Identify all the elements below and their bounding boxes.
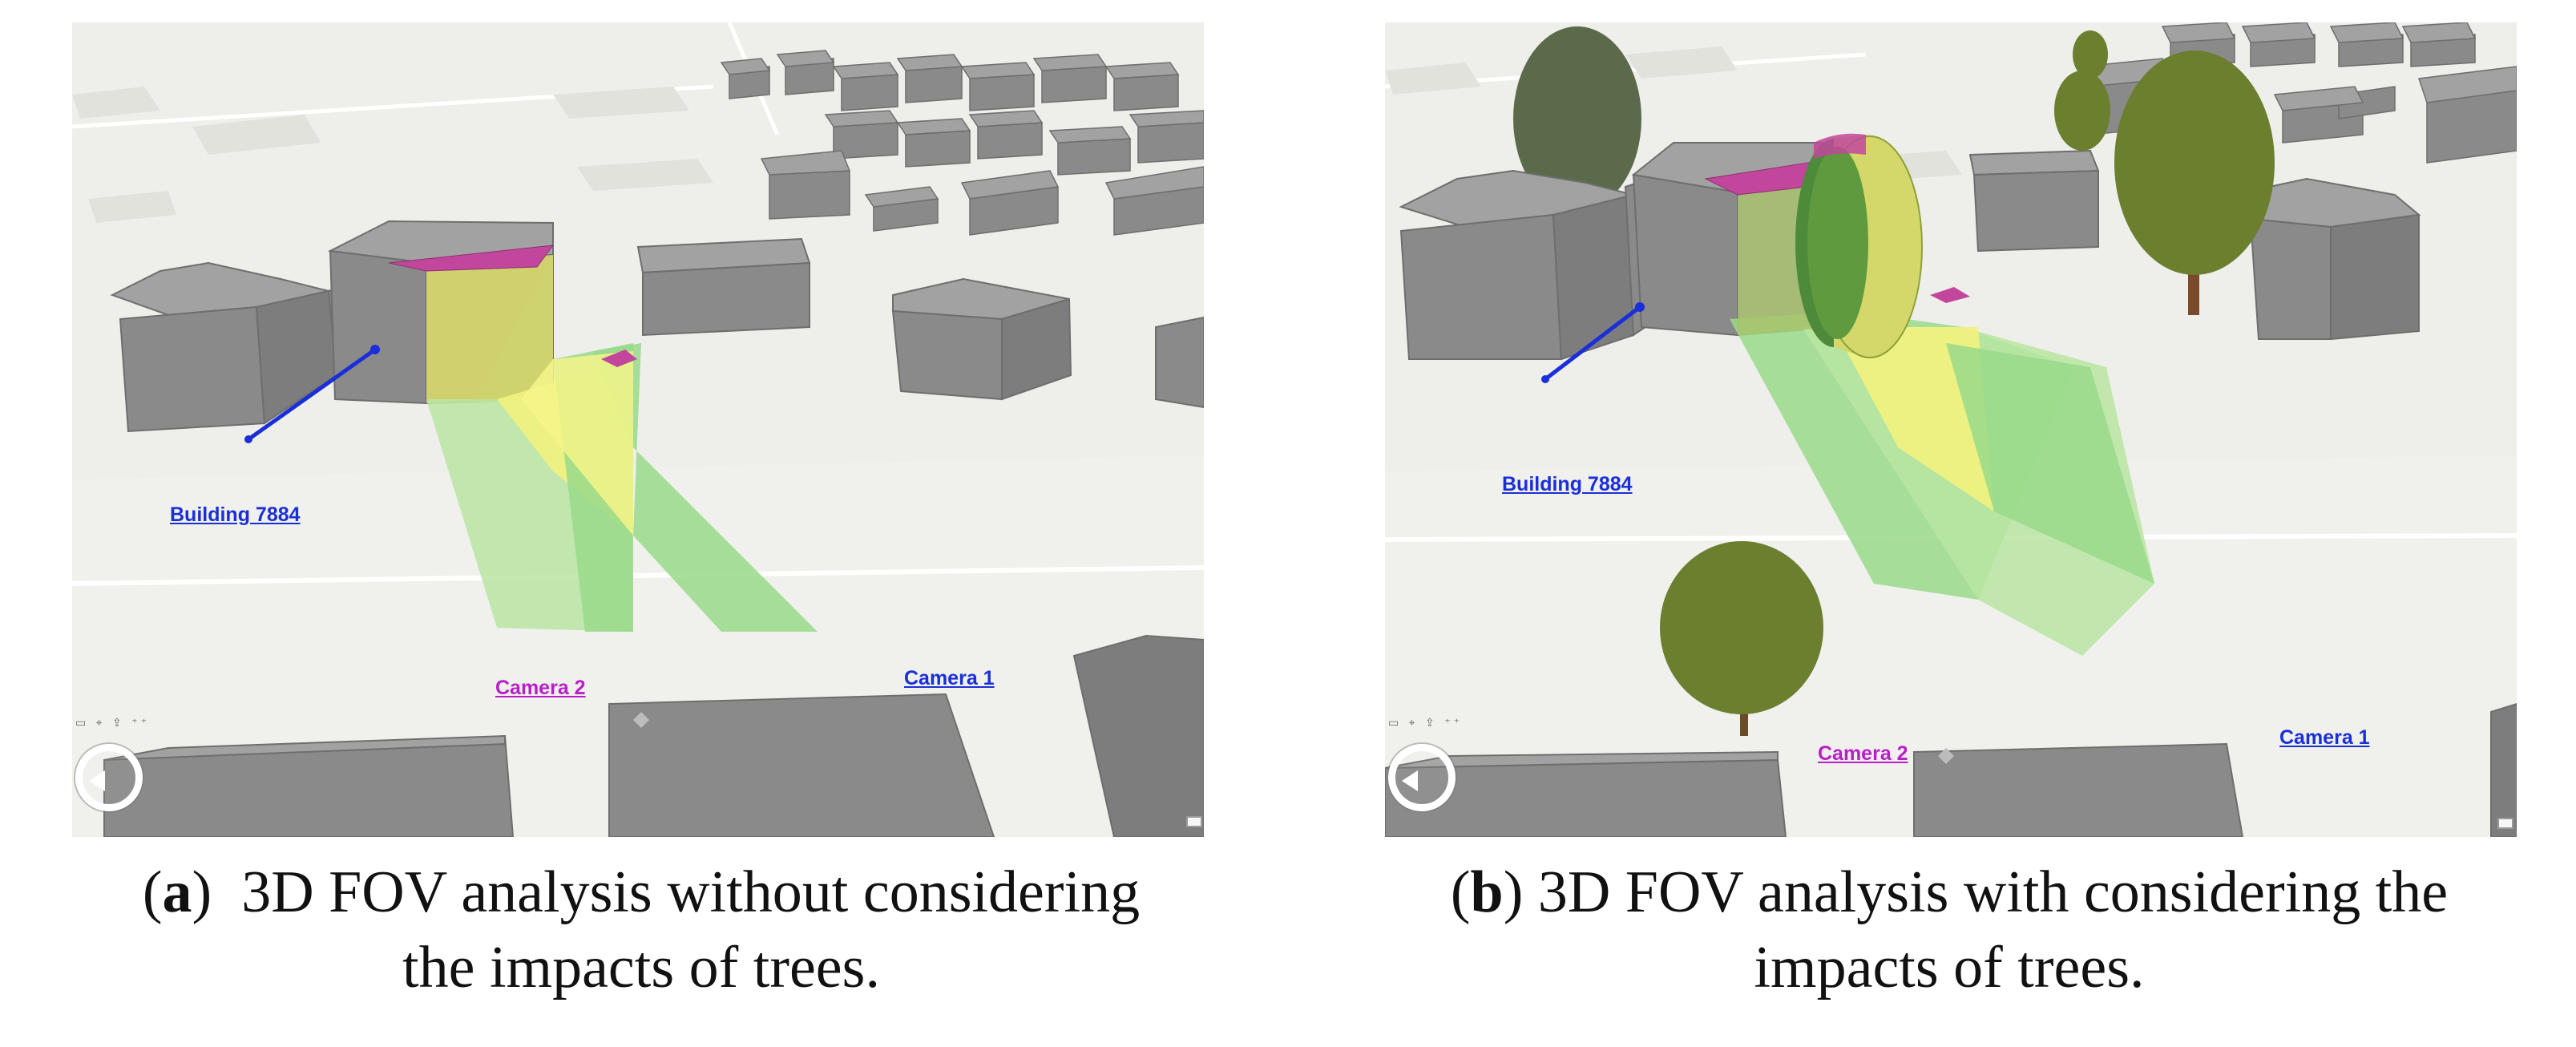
caption-a-paren-close: ) (192, 859, 212, 925)
caption-b: (b) 3D FOV analysis with considering the… (1322, 855, 2576, 1005)
caption-a: (a) 3D FOV analysis without considering … (8, 855, 1274, 1005)
caption-b-paren-open: ( (1450, 859, 1471, 925)
navigation-compass-icon[interactable] (75, 744, 143, 811)
occluded-area-ground (1930, 287, 1970, 303)
map-legend-icon[interactable] (2497, 818, 2513, 829)
navigation-compass-icon[interactable] (1388, 744, 1456, 811)
caption-a-text-line2: the impacts of trees. (402, 935, 880, 1001)
foreground-buildings (103, 634, 1204, 837)
panel-b-3d-view[interactable]: Building 7884 Camera 2 Camera 1 ▭ ⌖ ⇪ ⁺⁺ (1385, 22, 2517, 837)
foreground-buildings (1385, 702, 2517, 837)
compass-arrow-icon (89, 770, 105, 791)
view-tools[interactable]: ▭ ⌖ ⇪ ⁺⁺ (75, 717, 150, 730)
building-sight-line (247, 347, 377, 442)
caption-b-line1: (b) 3D FOV analysis with considering the (1322, 855, 2576, 930)
caption-b-paren-close: ) (1503, 859, 1524, 925)
caption-a-letter: a (162, 859, 192, 925)
mid-buildings (1968, 149, 2421, 341)
caption-a-text-line1: 3D FOV analysis without considering (241, 859, 1141, 925)
building-7884-label[interactable]: Building 7884 (170, 503, 301, 526)
map-legend-icon[interactable] (1186, 816, 1202, 827)
scene-b (1385, 22, 2517, 837)
occluding-tree (1795, 133, 1923, 358)
tree-crown-background (1513, 26, 1641, 211)
caption-b-letter: b (1470, 859, 1504, 925)
scene-a (72, 22, 1204, 837)
building-7884-label[interactable]: Building 7884 (1502, 473, 1633, 495)
tree-right (2114, 51, 2275, 315)
tree-foreground (1660, 541, 1823, 736)
fov-cones (426, 255, 818, 632)
view-tools[interactable]: ▭ ⌖ ⇪ ⁺⁺ (1388, 717, 1463, 730)
compass-arrow-icon (1402, 770, 1418, 791)
camera-2-label[interactable]: Camera 2 (495, 677, 586, 699)
fov-cones (1730, 183, 2154, 656)
caption-b-text-line1: 3D FOV analysis with considering the (1537, 859, 2449, 925)
occluded-area-roof (388, 245, 555, 272)
camera-1-label[interactable]: Camera 1 (2279, 726, 2370, 749)
mid-buildings (636, 237, 1204, 409)
caption-a-paren-open: ( (142, 859, 163, 925)
camera-2-label[interactable]: Camera 2 (1818, 742, 1908, 765)
caption-b-text-line2: impacts of trees. (1754, 935, 2145, 1001)
occluded-area-ground (601, 350, 637, 367)
building-sight-line (1544, 305, 1641, 381)
background-buildings (720, 50, 1204, 236)
panel-a-3d-view[interactable]: Building 7884 Camera 2 Camera 1 ▭ ⌖ ⇪ ⁺⁺ (72, 22, 1204, 837)
caption-a-line1: (a) 3D FOV analysis without considering (8, 855, 1274, 930)
camera-1-label[interactable]: Camera 1 (904, 667, 995, 689)
